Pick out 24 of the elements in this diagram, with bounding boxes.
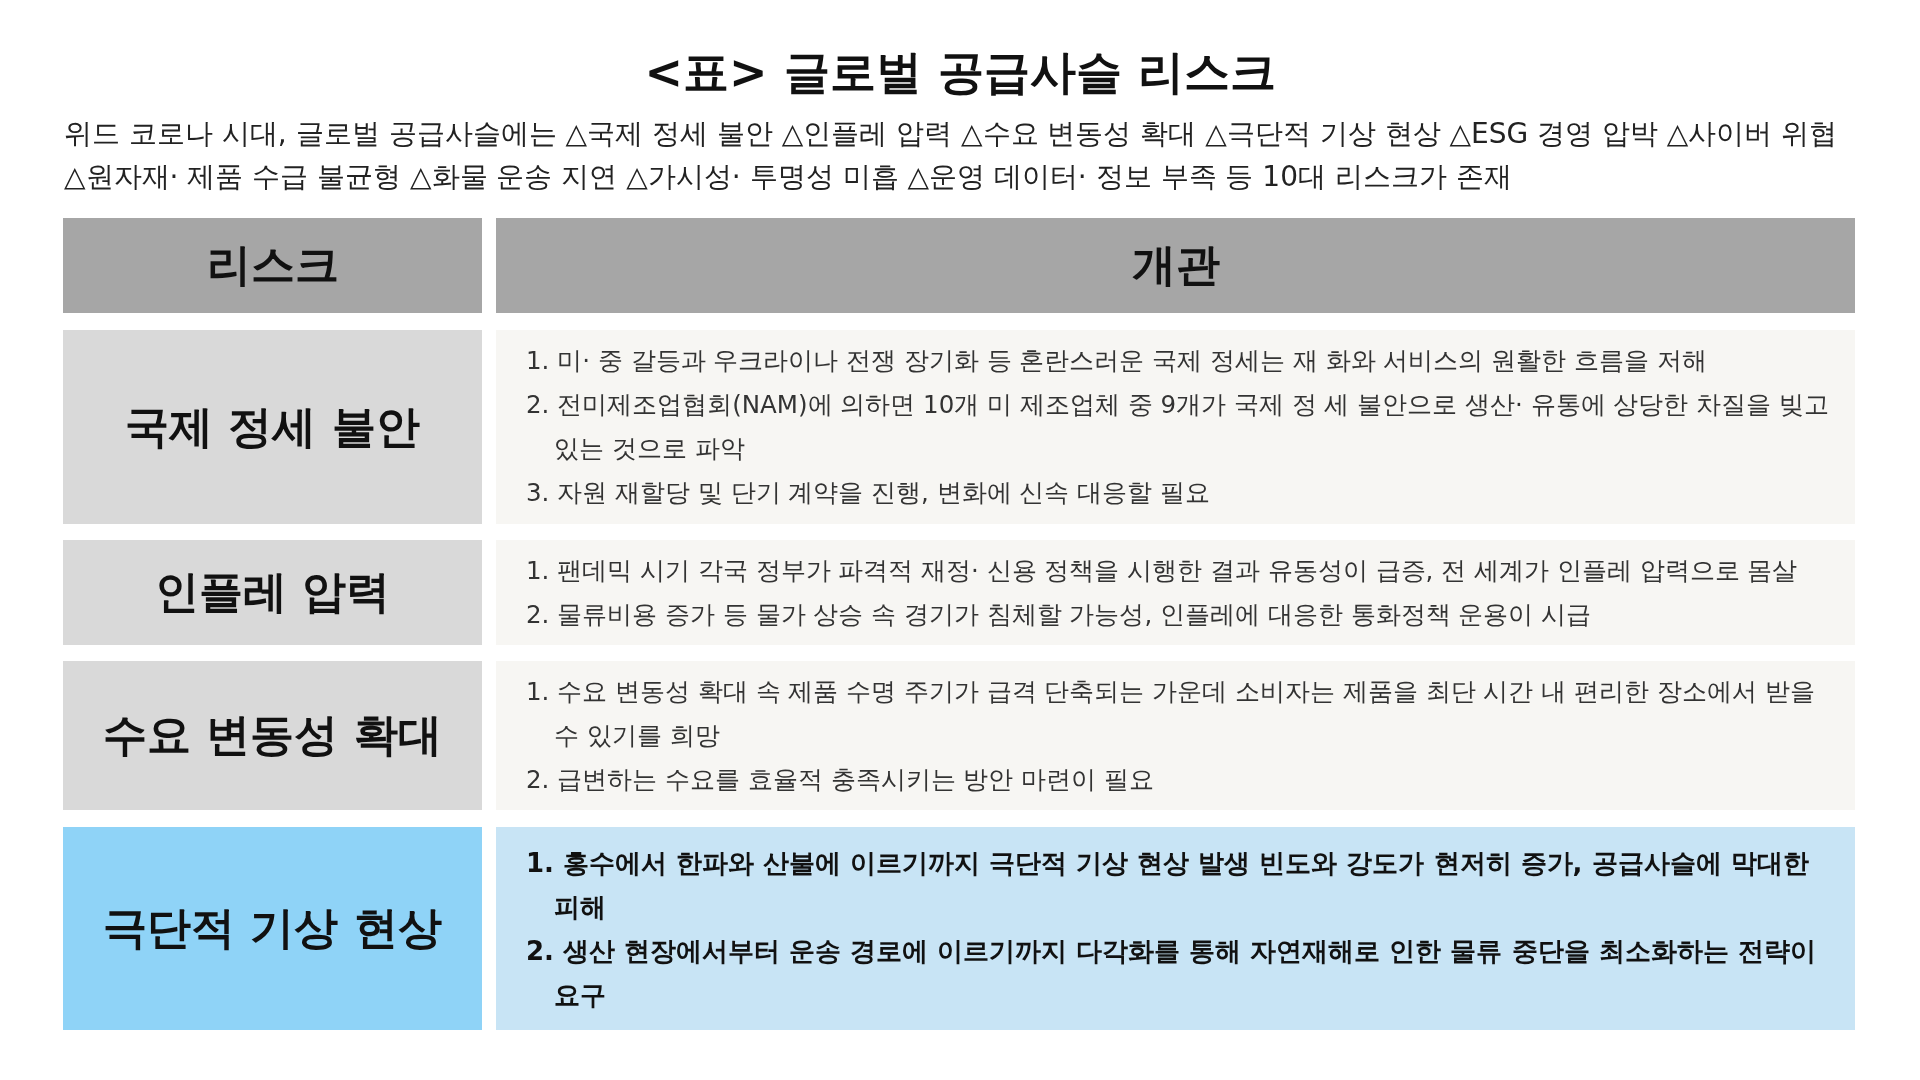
list-item: 2. 급변하는 수요를 효율적 충족시키는 방안 마련이 필요 xyxy=(526,763,1155,796)
list-item: 1. 팬데믹 시기 각국 정부가 파격적 재정· 신용 정책을 시행한 결과 유동성이 급증, 전 세계가 인플레 압력으로 몸살 xyxy=(526,554,1799,587)
risk-cell xyxy=(63,661,482,810)
risk-cell xyxy=(63,330,482,524)
list-item: 2. 전미제조업협회(NAM)에 의하면 10개 미 제조업체 중 9개가 국제 정 세 불안으로 생산· 유통에 상당한 차질을 빚고 있는 것으로 파악 xyxy=(526,389,1830,465)
header-cell xyxy=(496,218,1855,313)
list-item: 3. 자원 재할당 및 단기 계약을 진행, 변화에 신속 대응할 필요 xyxy=(526,477,1212,509)
cell-heading: 개관 xyxy=(1131,238,1220,292)
list-item: 2. 생산 현장에서부터 운송 경로에 이르기까지 다각화를 통해 자연재해로 인한 물류 중단을 최소화하는 전략이 요구 xyxy=(526,934,1817,1012)
cell-heading: 국제 정세 불안 xyxy=(125,399,420,454)
title-heading: <표> 글로벌 공급사슬 리스크 xyxy=(643,44,1277,101)
description-cell xyxy=(496,827,1855,1030)
cell-heading: 리스크 xyxy=(206,238,339,292)
list-item: 1. 홍수에서 한파와 산불에 이르기까지 극단적 기상 현상 발생 빈도와 강도가 현저히 증가, 공급사슬에 막대한 피해 xyxy=(526,846,1810,924)
cell-heading: 극단적 기상 현상 xyxy=(103,901,442,955)
list-item: 1. 미· 중 갈등과 우크라이나 전쟁 장기화 등 혼란스러운 국제 정세는 재 화와 서비스의 원활한 흐름을 저해 xyxy=(526,345,1708,377)
header-cell xyxy=(63,218,482,313)
risk-cell xyxy=(63,540,482,645)
list-item: 1. 수요 변동성 확대 속 제품 수명 주기가 급격 단축되는 가운데 소비자는 제품을 최단 시간 내 편리한 장소에서 받을 수 있기를 희망 xyxy=(526,675,1816,752)
list-item: 2. 물류비용 증가 등 물가 상승 속 경기가 침체할 가능성, 인플레에 대응한 통화정책 운용이 시급 xyxy=(526,598,1593,631)
cell-heading: 인플레 압력 xyxy=(154,565,391,619)
cell-heading: 수요 변동성 확대 xyxy=(103,708,442,762)
intro-paragraph: 위드 코로나 시대, 글로벌 공급사슬에는 △국제 정세 불안 △인플레 압력 △수요 변동성 확대 △극단적 기상 현상 △ESG 경영 압박 △사이버 위협 △원자재· 제품 수급 불균형 △화물 운송 지연 △가시성· 투명성 미흡 △운영 데이터· 정보 부족 등 10대 리스크가 존재 xyxy=(64,116,1839,195)
risk-cell xyxy=(63,827,482,1030)
